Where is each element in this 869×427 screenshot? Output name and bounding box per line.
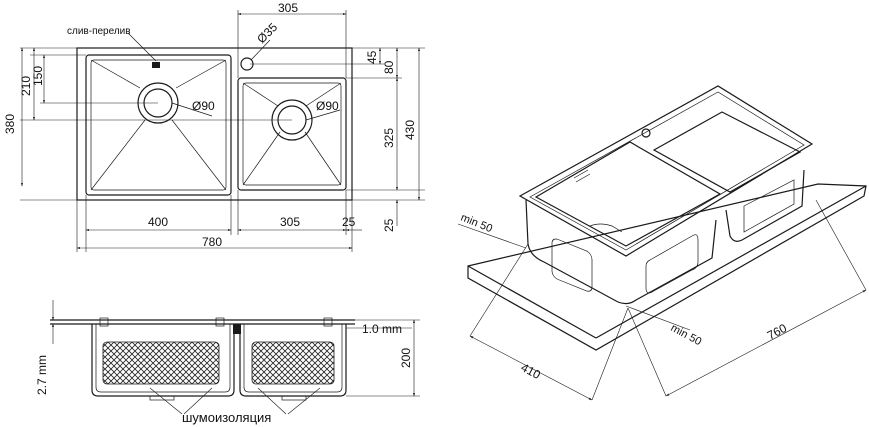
right-insulation (251, 341, 335, 385)
dim-25-right: 25 (382, 218, 396, 232)
dim-210: 210 (19, 76, 33, 96)
dim-diameter-90-left: Ø90 (192, 99, 215, 113)
countertop (467, 183, 867, 351)
dim-2-7mm: 2.7 mm (35, 355, 49, 395)
dim-380: 380 (3, 114, 17, 134)
overflow-label: слив-перелив (67, 26, 131, 37)
dim-min50-left: min 50 (459, 212, 494, 235)
iso-sink-rim (518, 85, 814, 257)
dim-diameter-35: Ø35 (254, 20, 280, 46)
dim-150: 150 (31, 66, 45, 86)
left-insulation (102, 341, 220, 385)
dim-780: 780 (202, 235, 222, 249)
dim-1-0mm: 1.0 mm (362, 322, 402, 336)
dim-305-top: 305 (278, 1, 298, 15)
sink-outline (76, 47, 353, 201)
dim-430: 430 (403, 120, 417, 140)
top-view: слив-перелив 380 210 150 305 Ø35 (3, 1, 425, 252)
iso-view: min 50 min 50 410 760 (457, 85, 867, 401)
dim-760: 760 (765, 321, 790, 343)
dim-305-bottom: 305 (280, 215, 300, 229)
right-bowl (237, 77, 347, 191)
dim-325: 325 (382, 128, 396, 148)
dim-min50-right: min 50 (669, 322, 704, 348)
left-bowl (85, 54, 232, 196)
dim-400: 400 (148, 215, 168, 229)
overflow-slot (152, 62, 160, 68)
side-view: 2.7 mm 1.0 mm 200 шумоизоляция (35, 300, 420, 425)
dim-25-bottom: 25 (342, 215, 356, 229)
insulation-label: шумоизоляция (182, 410, 271, 425)
dim-45: 45 (365, 50, 379, 64)
left-drain-leader (171, 102, 213, 117)
dim-80: 80 (382, 60, 396, 74)
dim-diameter-90-right: Ø90 (316, 99, 339, 113)
dim-200: 200 (399, 348, 413, 368)
